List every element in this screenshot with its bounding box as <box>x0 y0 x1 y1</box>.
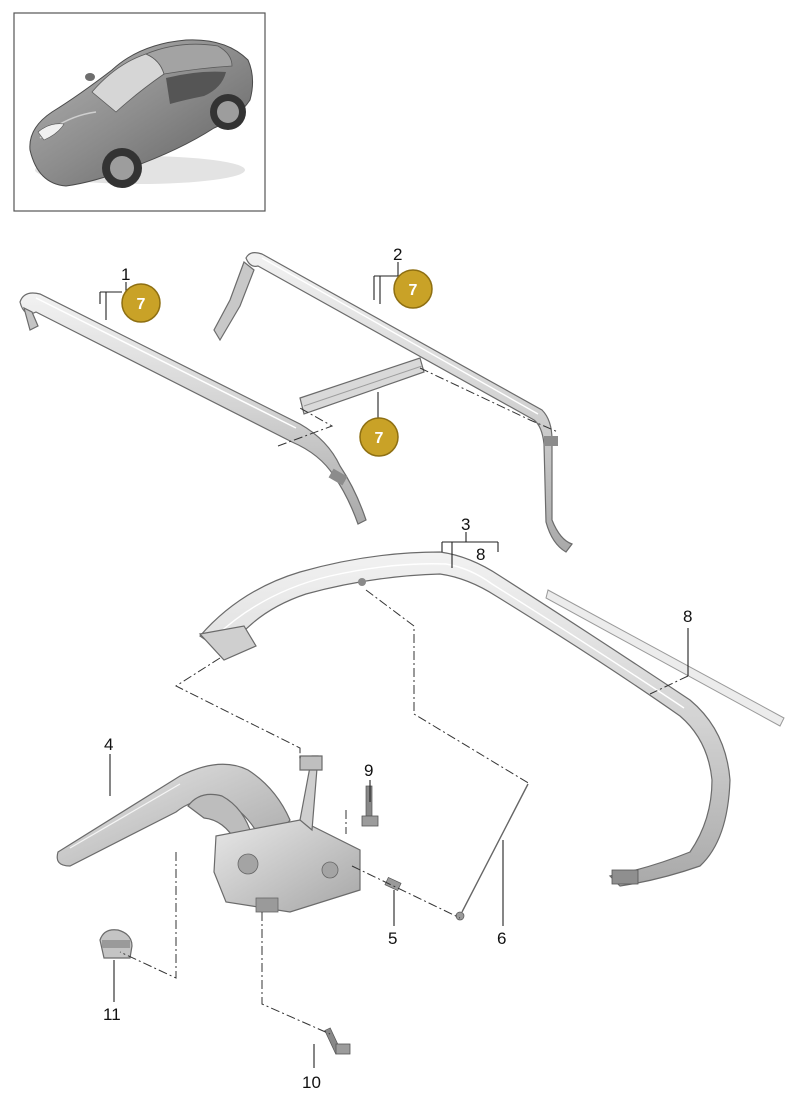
badge-7-part-2: 7 <box>393 269 433 309</box>
car-thumbnail-icon <box>29 39 254 188</box>
leader-lines <box>99 262 689 1068</box>
part-3-top-frame <box>198 551 731 887</box>
badge-7-part-1: 7 <box>121 283 161 323</box>
part-drive-mechanism <box>213 755 361 913</box>
part-9-bolt <box>361 785 379 827</box>
callout-3-sub-8: 8 <box>476 545 485 564</box>
callout-3: 3 <box>461 515 470 534</box>
callout-1: 1 <box>121 265 130 284</box>
part-5-screw <box>384 876 402 892</box>
part-8-seal-strip <box>545 589 785 727</box>
car-thumbnail <box>13 12 266 212</box>
callouts: 1 2 3 8 8 4 9 5 6 10 11 <box>103 245 692 1092</box>
callout-10: 10 <box>302 1073 321 1092</box>
callout-2: 2 <box>393 245 402 264</box>
callout-6: 6 <box>497 929 506 948</box>
part-7-seal-strip <box>299 357 425 415</box>
badge-7-strip: 7 <box>359 417 399 457</box>
callout-5: 5 <box>388 929 397 948</box>
svg-text:7: 7 <box>137 296 146 313</box>
part-10-bolt <box>324 1027 351 1055</box>
svg-text:7: 7 <box>409 282 418 299</box>
part-2-roof-bow <box>213 252 573 553</box>
callout-9: 9 <box>364 761 373 780</box>
badges: 7 7 7 <box>121 269 433 457</box>
part-11-clip <box>99 929 133 959</box>
callout-11: 11 <box>103 1005 121 1024</box>
svg-text:7: 7 <box>375 430 384 447</box>
callout-8: 8 <box>683 607 692 626</box>
assembly-lines <box>119 367 689 1035</box>
part-6-cable <box>455 783 529 921</box>
callout-4: 4 <box>104 735 113 754</box>
part-1-roof-bow <box>19 292 367 525</box>
